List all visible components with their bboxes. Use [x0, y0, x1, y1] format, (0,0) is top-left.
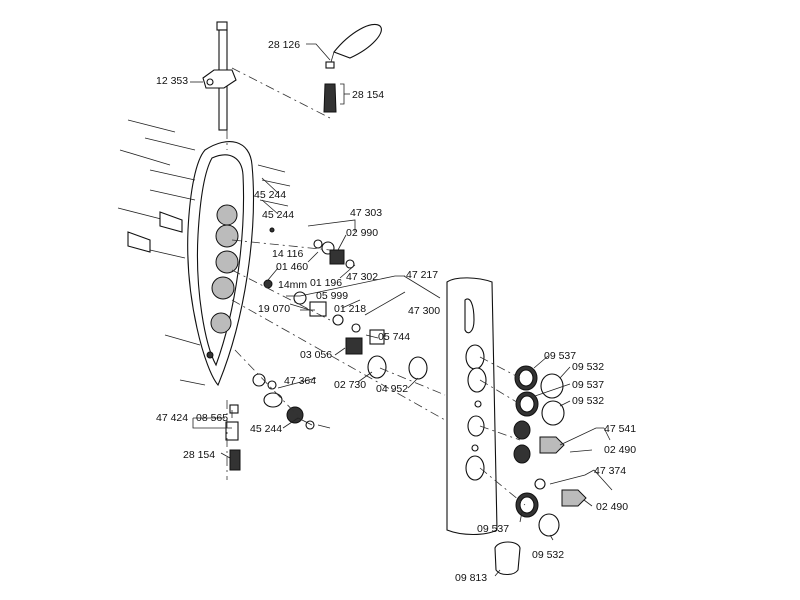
knob-rings: [494, 365, 587, 576]
label-02490-b: 02 490: [596, 501, 628, 513]
front-cover-plate: [446, 277, 498, 536]
shower-rail: [202, 21, 237, 131]
cartridge-group-lower: [252, 355, 428, 430]
label-09532-c: 09 532: [532, 549, 564, 561]
leader-lines: [190, 43, 613, 577]
hand-shower: [323, 24, 382, 113]
cartridge-group-upper: [313, 239, 355, 269]
label-09537-b: 09 537: [572, 379, 604, 391]
part-labels: 28 126 12 353 28 154 45 244 45 244 47 30…: [156, 39, 636, 584]
label-47300: 47 300: [408, 305, 440, 317]
screws-right: [257, 164, 291, 233]
label-28154-bottom: 28 154: [183, 449, 215, 461]
label-02990: 02 990: [346, 227, 378, 239]
label-08565: 08 565: [196, 412, 228, 424]
label-09537-c: 09 537: [477, 523, 509, 535]
label-45244-c: 45 244: [250, 423, 282, 435]
label-28154-top: 28 154: [352, 89, 384, 101]
label-05999: 05 999: [316, 290, 348, 302]
label-45244-b: 45 244: [262, 209, 294, 221]
label-47217: 47 217: [406, 269, 438, 281]
label-09813: 09 813: [455, 572, 487, 584]
label-47424: 47 424: [156, 412, 188, 424]
label-03056: 03 056: [300, 349, 332, 361]
label-47374: 47 374: [594, 465, 626, 477]
shower-panel-body: [187, 141, 254, 387]
cartridge-group-middle: [263, 279, 385, 355]
label-47364: 47 364: [284, 375, 316, 387]
label-09537-a: 09 537: [544, 350, 576, 362]
label-01196: 01 196: [310, 277, 342, 289]
label-47302: 47 302: [346, 271, 378, 283]
guide-lines: [226, 67, 526, 506]
label-09532-a: 09 532: [572, 361, 604, 373]
label-47541: 47 541: [604, 423, 636, 435]
label-05744: 05 744: [378, 331, 410, 343]
label-02490-a: 02 490: [604, 444, 636, 456]
label-01460: 01 460: [276, 261, 308, 273]
label-12353: 12 353: [156, 75, 188, 87]
mounting-screws: [117, 119, 206, 386]
label-28126: 28 126: [268, 39, 300, 51]
label-dim14mm: 14mm: [278, 279, 307, 291]
label-14116: 14 116: [272, 248, 303, 260]
label-47303: 47 303: [350, 207, 382, 219]
label-04952: 04 952: [376, 383, 408, 395]
label-09532-b: 09 532: [572, 395, 604, 407]
label-45244-a: 45 244: [254, 189, 286, 201]
lower-left-parts: [225, 404, 241, 471]
label-01218: 01 218: [334, 303, 366, 315]
label-02730: 02 730: [334, 379, 366, 391]
label-19070: 19 070: [258, 303, 290, 315]
